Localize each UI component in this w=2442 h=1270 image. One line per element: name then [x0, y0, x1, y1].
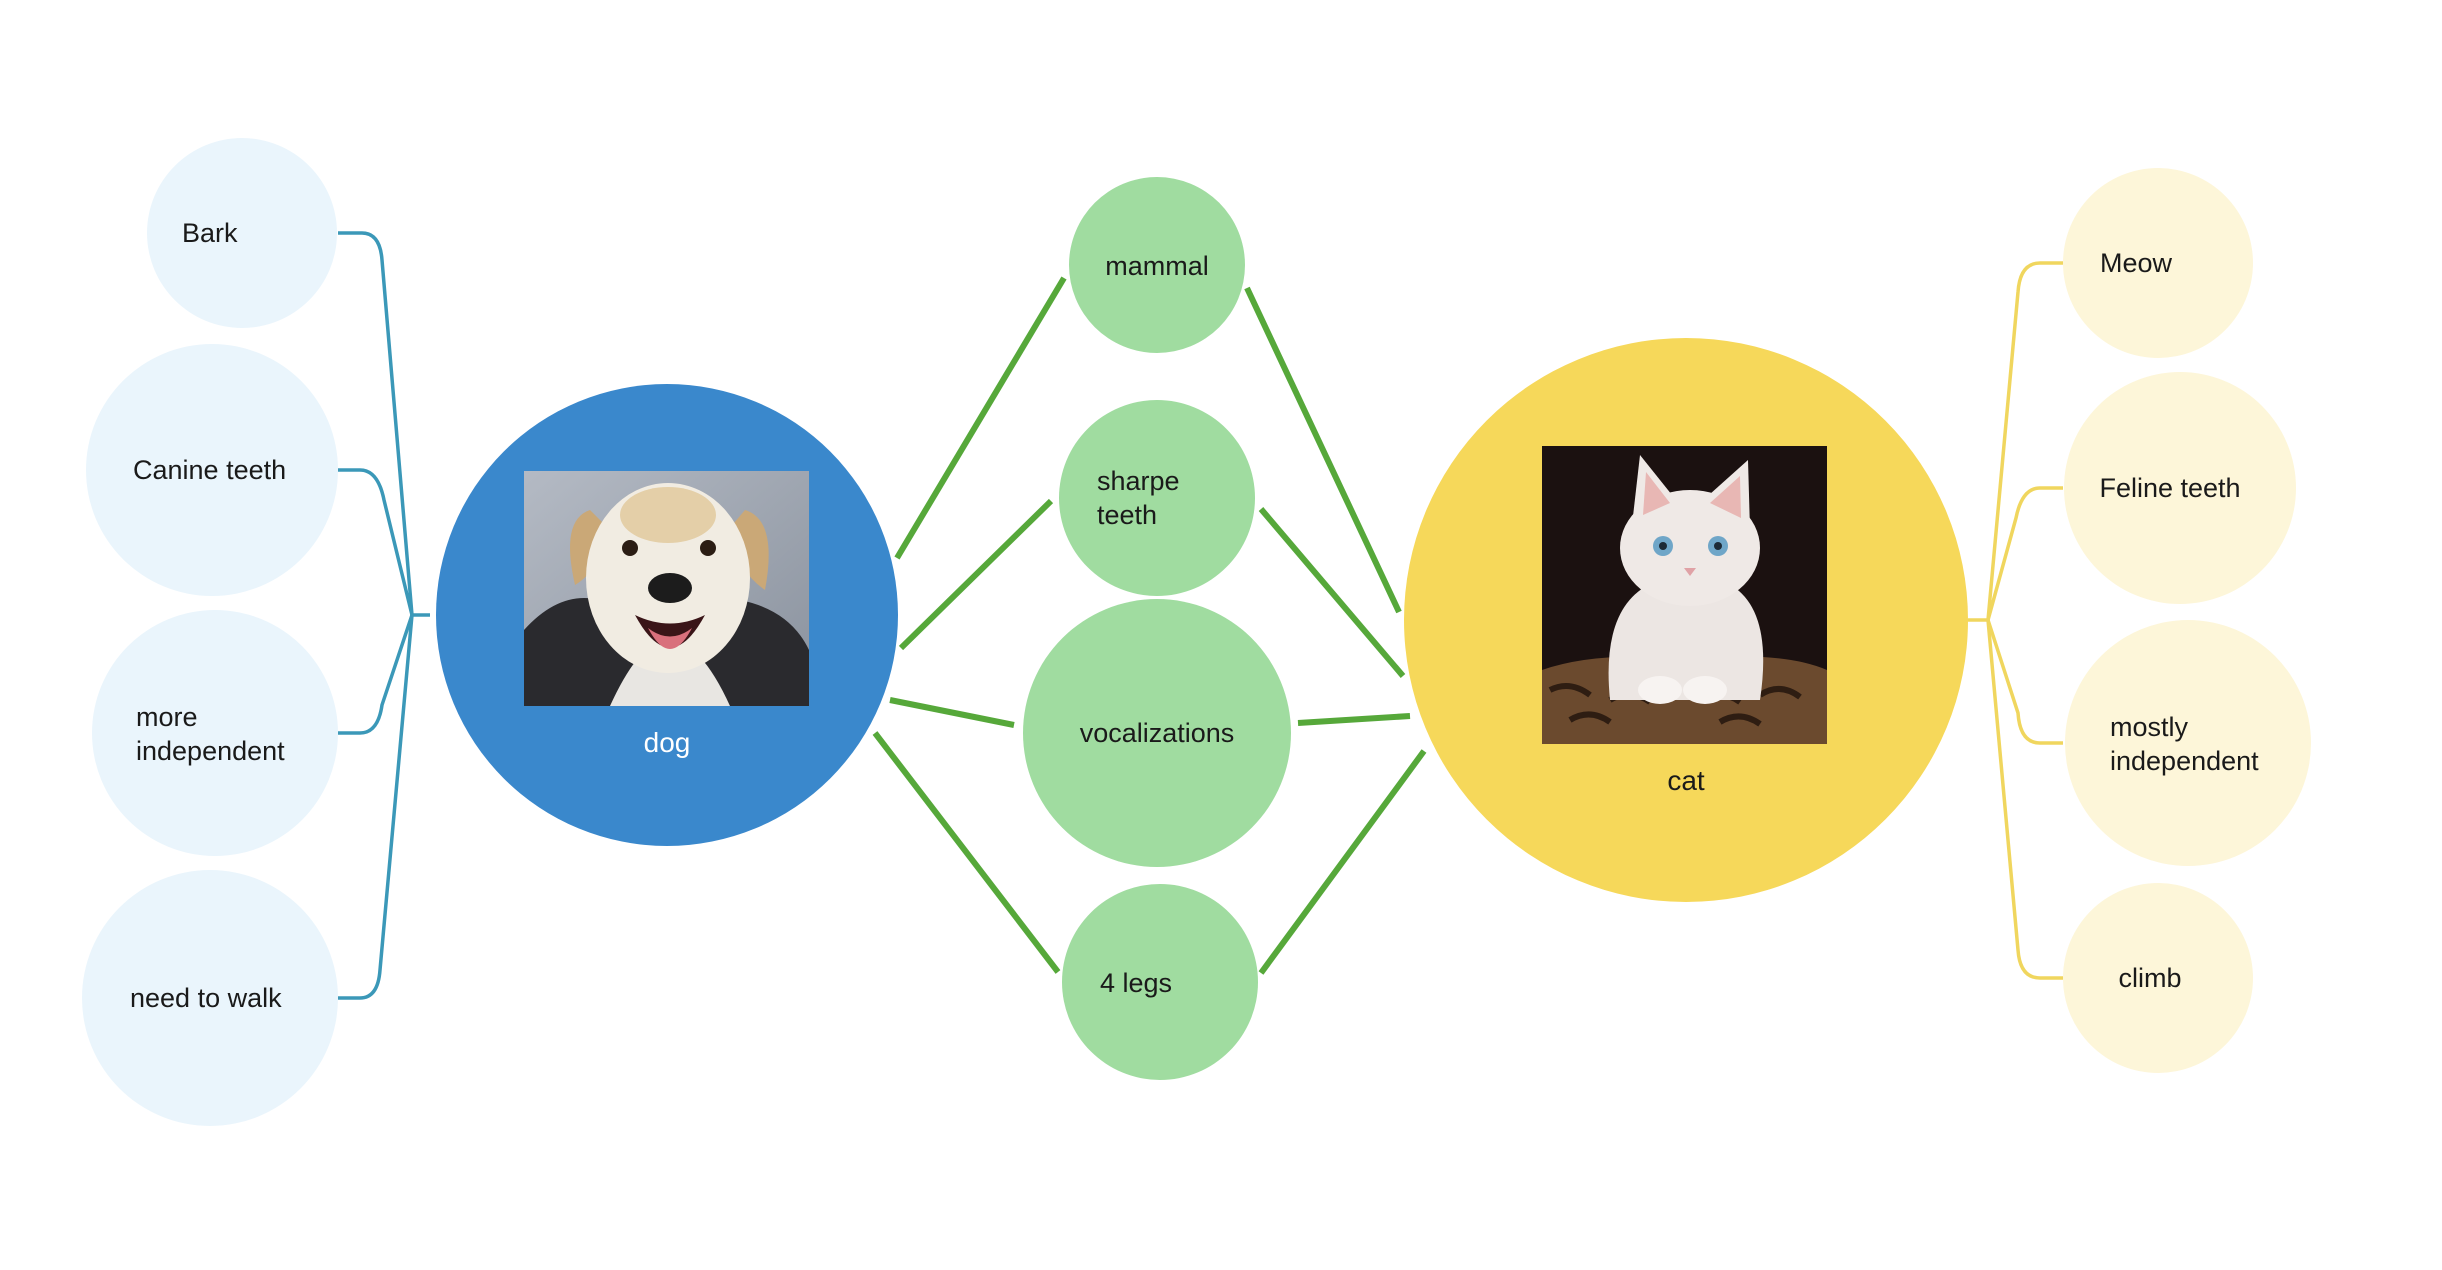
dog-trait-bubble[interactable]: need to walk — [82, 870, 338, 1126]
shared-label: vocalizations — [1080, 718, 1235, 748]
cat-mammal-link — [1244, 286, 1402, 614]
dog-trait-label: more independent — [136, 702, 285, 766]
cat-hub-label: cat — [1667, 765, 1705, 796]
cat-trait-label-line1: mostly — [2110, 712, 2189, 742]
dog-walk-connector — [338, 614, 414, 1000]
dog-teeth-link — [898, 498, 1054, 651]
dog-photo-icon — [524, 471, 809, 706]
cat-trait-bubble[interactable]: climb — [2063, 883, 2253, 1073]
shared-bubble[interactable]: 4 legs — [1062, 884, 1258, 1080]
cat-teeth-link — [1258, 507, 1406, 678]
dog-legs-link — [872, 731, 1061, 974]
dog-trait-label-line2: independent — [136, 736, 285, 766]
cat-trait-label-line2: independent — [2110, 746, 2259, 776]
dog-trait-label-line1: more — [136, 702, 198, 732]
cat-vocal-link — [1297, 713, 1411, 726]
shared-bubble[interactable]: sharpe teeth — [1059, 400, 1255, 596]
dog-trait-bubble[interactable]: Canine teeth — [86, 344, 338, 596]
dog-trait-label: need to walk — [130, 983, 282, 1013]
shared-bubble[interactable]: mammal — [1069, 177, 1245, 353]
dog-trait-bubble[interactable]: more independent — [92, 610, 338, 856]
shared-label: 4 legs — [1100, 968, 1172, 998]
dog-independent-connector — [338, 614, 414, 735]
cat-independent-connector — [1986, 619, 2063, 745]
dog-bark-connector — [338, 231, 430, 617]
connector-lines — [338, 231, 2063, 1000]
cat-hub-bubble[interactable]: cat — [1404, 338, 1968, 902]
shared-label: sharpe teeth — [1097, 466, 1187, 530]
dog-hub-label: dog — [644, 727, 691, 758]
cat-trait-bubble[interactable]: Feline teeth — [2064, 372, 2296, 604]
dog-mammal-link — [894, 276, 1067, 560]
shared-label-line1: sharpe — [1097, 466, 1180, 496]
cat-trait-label: Meow — [2100, 248, 2173, 278]
shared-label-line2: teeth — [1097, 500, 1157, 530]
cat-legs-link — [1258, 749, 1427, 975]
cat-feline-connector — [1986, 486, 2063, 621]
dog-hub-bubble[interactable]: dog — [436, 384, 898, 846]
cat-trait-bubble[interactable]: Meow — [2063, 168, 2253, 358]
dog-trait-label: Bark — [182, 218, 238, 248]
cat-climb-connector — [1986, 619, 2063, 980]
cat-trait-bubble[interactable]: mostly independent — [2065, 620, 2311, 866]
cat-photo-icon — [1542, 446, 1827, 744]
cat-trait-label: mostly independent — [2110, 712, 2259, 776]
dog-canine-connector — [338, 468, 414, 616]
dog-trait-label: Canine teeth — [133, 455, 286, 485]
cat-meow-connector — [1968, 261, 2063, 622]
dog-trait-bubble[interactable]: Bark — [147, 138, 337, 328]
cat-trait-label: climb — [2118, 963, 2181, 993]
shared-bubble[interactable]: vocalizations — [1023, 599, 1291, 867]
dog-vocal-link — [889, 697, 1015, 728]
shared-label: mammal — [1105, 251, 1209, 281]
cat-trait-label: Feline teeth — [2099, 473, 2240, 503]
